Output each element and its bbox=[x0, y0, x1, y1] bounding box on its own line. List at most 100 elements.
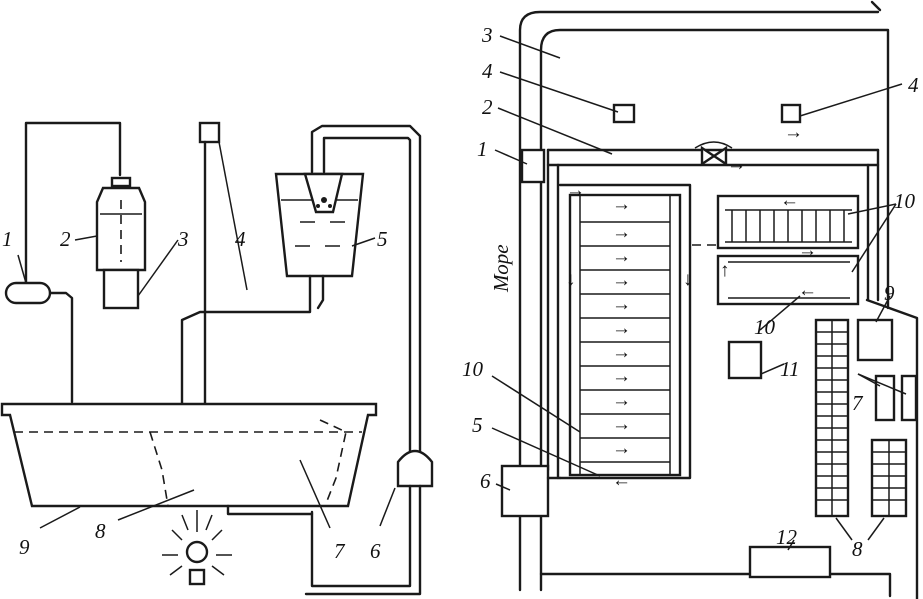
tray-block-right: ← → ← ↑ bbox=[692, 190, 860, 306]
leader-r8b bbox=[867, 517, 885, 541]
feeder-5 bbox=[274, 172, 365, 278]
label-5: 5 bbox=[377, 227, 388, 251]
leader-r10d bbox=[491, 375, 581, 433]
return-pipe-inner bbox=[322, 136, 412, 480]
pump-6 bbox=[396, 449, 434, 488]
arrow-4b: → bbox=[784, 122, 803, 143]
leader-r10a bbox=[847, 203, 897, 215]
air-line-to-tank bbox=[48, 291, 74, 404]
pump-6 bbox=[500, 464, 550, 518]
unit-9 bbox=[856, 318, 894, 362]
bottle-2 bbox=[95, 176, 147, 310]
partition-left bbox=[149, 431, 169, 507]
building-wall-bottom bbox=[539, 572, 892, 598]
r-label-12: 12 bbox=[776, 525, 798, 549]
lamp bbox=[162, 510, 232, 586]
building-wall-right bbox=[865, 298, 919, 599]
tray-block-left: → → → → → → → → → → → ← ↓ ↓ → bbox=[558, 180, 693, 491]
air-line-top bbox=[24, 121, 122, 285]
leader-r11 bbox=[760, 363, 785, 375]
return-pipe-bottom bbox=[310, 484, 412, 588]
pipe-left-vertical bbox=[546, 148, 560, 480]
svg-text:→: → bbox=[612, 390, 631, 411]
label-3: 3 bbox=[177, 227, 189, 251]
svg-text:←: ← bbox=[612, 470, 631, 491]
r-label-10c: 10 bbox=[462, 357, 484, 381]
r-label-6: 6 bbox=[480, 469, 491, 493]
svg-text:→: → bbox=[612, 246, 631, 267]
r-label-8: 8 bbox=[852, 537, 863, 561]
pipe-right-vertical bbox=[866, 148, 880, 302]
unit-11 bbox=[727, 340, 763, 380]
leader-2 bbox=[74, 235, 98, 241]
right-diagram: → → → → → → → → → → → → → ← ↓ ↓ → bbox=[462, 0, 919, 599]
svg-text:→: → bbox=[612, 222, 631, 243]
svg-text:→: → bbox=[566, 180, 585, 201]
leader-r10b bbox=[851, 203, 897, 273]
svg-text:→: → bbox=[612, 438, 631, 459]
valve bbox=[700, 145, 728, 167]
svg-text:→: → bbox=[612, 318, 631, 339]
svg-text:→: → bbox=[612, 366, 631, 387]
svg-text:→: → bbox=[612, 414, 631, 435]
bulb-3 bbox=[102, 268, 140, 310]
intake-1 bbox=[520, 148, 546, 184]
sensor-4b bbox=[780, 103, 802, 124]
leader-5 bbox=[351, 237, 376, 247]
feed-tube bbox=[180, 274, 312, 420]
partition-7 bbox=[319, 419, 347, 507]
label-6: 6 bbox=[370, 539, 381, 563]
air-pump-1 bbox=[4, 281, 52, 305]
r-label-7: 7 bbox=[852, 391, 864, 415]
leader-1 bbox=[17, 254, 27, 284]
r-label-10a: 10 bbox=[894, 189, 916, 213]
svg-text:←: ← bbox=[780, 190, 799, 211]
leader-r6 bbox=[495, 483, 511, 491]
r-label-4b: 4 bbox=[908, 73, 919, 97]
return-pipe-outer bbox=[310, 124, 422, 470]
leader-8 bbox=[117, 489, 195, 521]
svg-text:↓: ↓ bbox=[566, 269, 576, 290]
leader-r3 bbox=[499, 35, 561, 59]
svg-text:↑: ↑ bbox=[720, 260, 730, 281]
leader-r4a bbox=[499, 71, 619, 113]
sea-label: Море bbox=[489, 244, 513, 293]
svg-text:→: → bbox=[798, 240, 817, 261]
svg-text:↓: ↓ bbox=[683, 269, 693, 290]
leader-9 bbox=[39, 506, 81, 529]
label-2: 2 bbox=[60, 227, 71, 251]
unit-7b bbox=[900, 374, 918, 422]
label-9: 9 bbox=[19, 535, 30, 559]
r-label-4a: 4 bbox=[482, 59, 493, 83]
leader-r12 bbox=[787, 539, 795, 551]
sensor-box-4 bbox=[198, 121, 221, 144]
leader-r2 bbox=[497, 107, 613, 155]
r-label-9: 9 bbox=[884, 281, 895, 305]
tank-outlet bbox=[226, 504, 314, 516]
r-label-1: 1 bbox=[477, 137, 488, 161]
svg-text:→: → bbox=[612, 342, 631, 363]
leader-r7b bbox=[857, 373, 907, 395]
feed-tube-inner bbox=[316, 274, 325, 310]
r-label-5: 5 bbox=[472, 413, 483, 437]
svg-text:←: ← bbox=[798, 280, 817, 301]
leader-6 bbox=[379, 487, 396, 527]
leader-4 bbox=[218, 141, 248, 291]
tanks-8 bbox=[814, 318, 908, 518]
leader-3 bbox=[137, 239, 179, 297]
return-pipe-bottom-2 bbox=[304, 484, 422, 596]
unit-12 bbox=[748, 545, 832, 579]
label-7: 7 bbox=[334, 539, 346, 563]
flow-arrow-2: → bbox=[727, 154, 746, 175]
label-1: 1 bbox=[2, 227, 13, 251]
r-label-2: 2 bbox=[482, 95, 493, 119]
leader-r10c bbox=[759, 295, 801, 331]
sensor-4a bbox=[612, 103, 636, 124]
svg-text:→: → bbox=[612, 194, 631, 215]
tank-9 bbox=[0, 402, 378, 508]
valve-handle bbox=[694, 141, 733, 149]
leader-r4b bbox=[799, 83, 903, 117]
r-label-11: 11 bbox=[780, 357, 799, 381]
svg-text:→: → bbox=[612, 270, 631, 291]
